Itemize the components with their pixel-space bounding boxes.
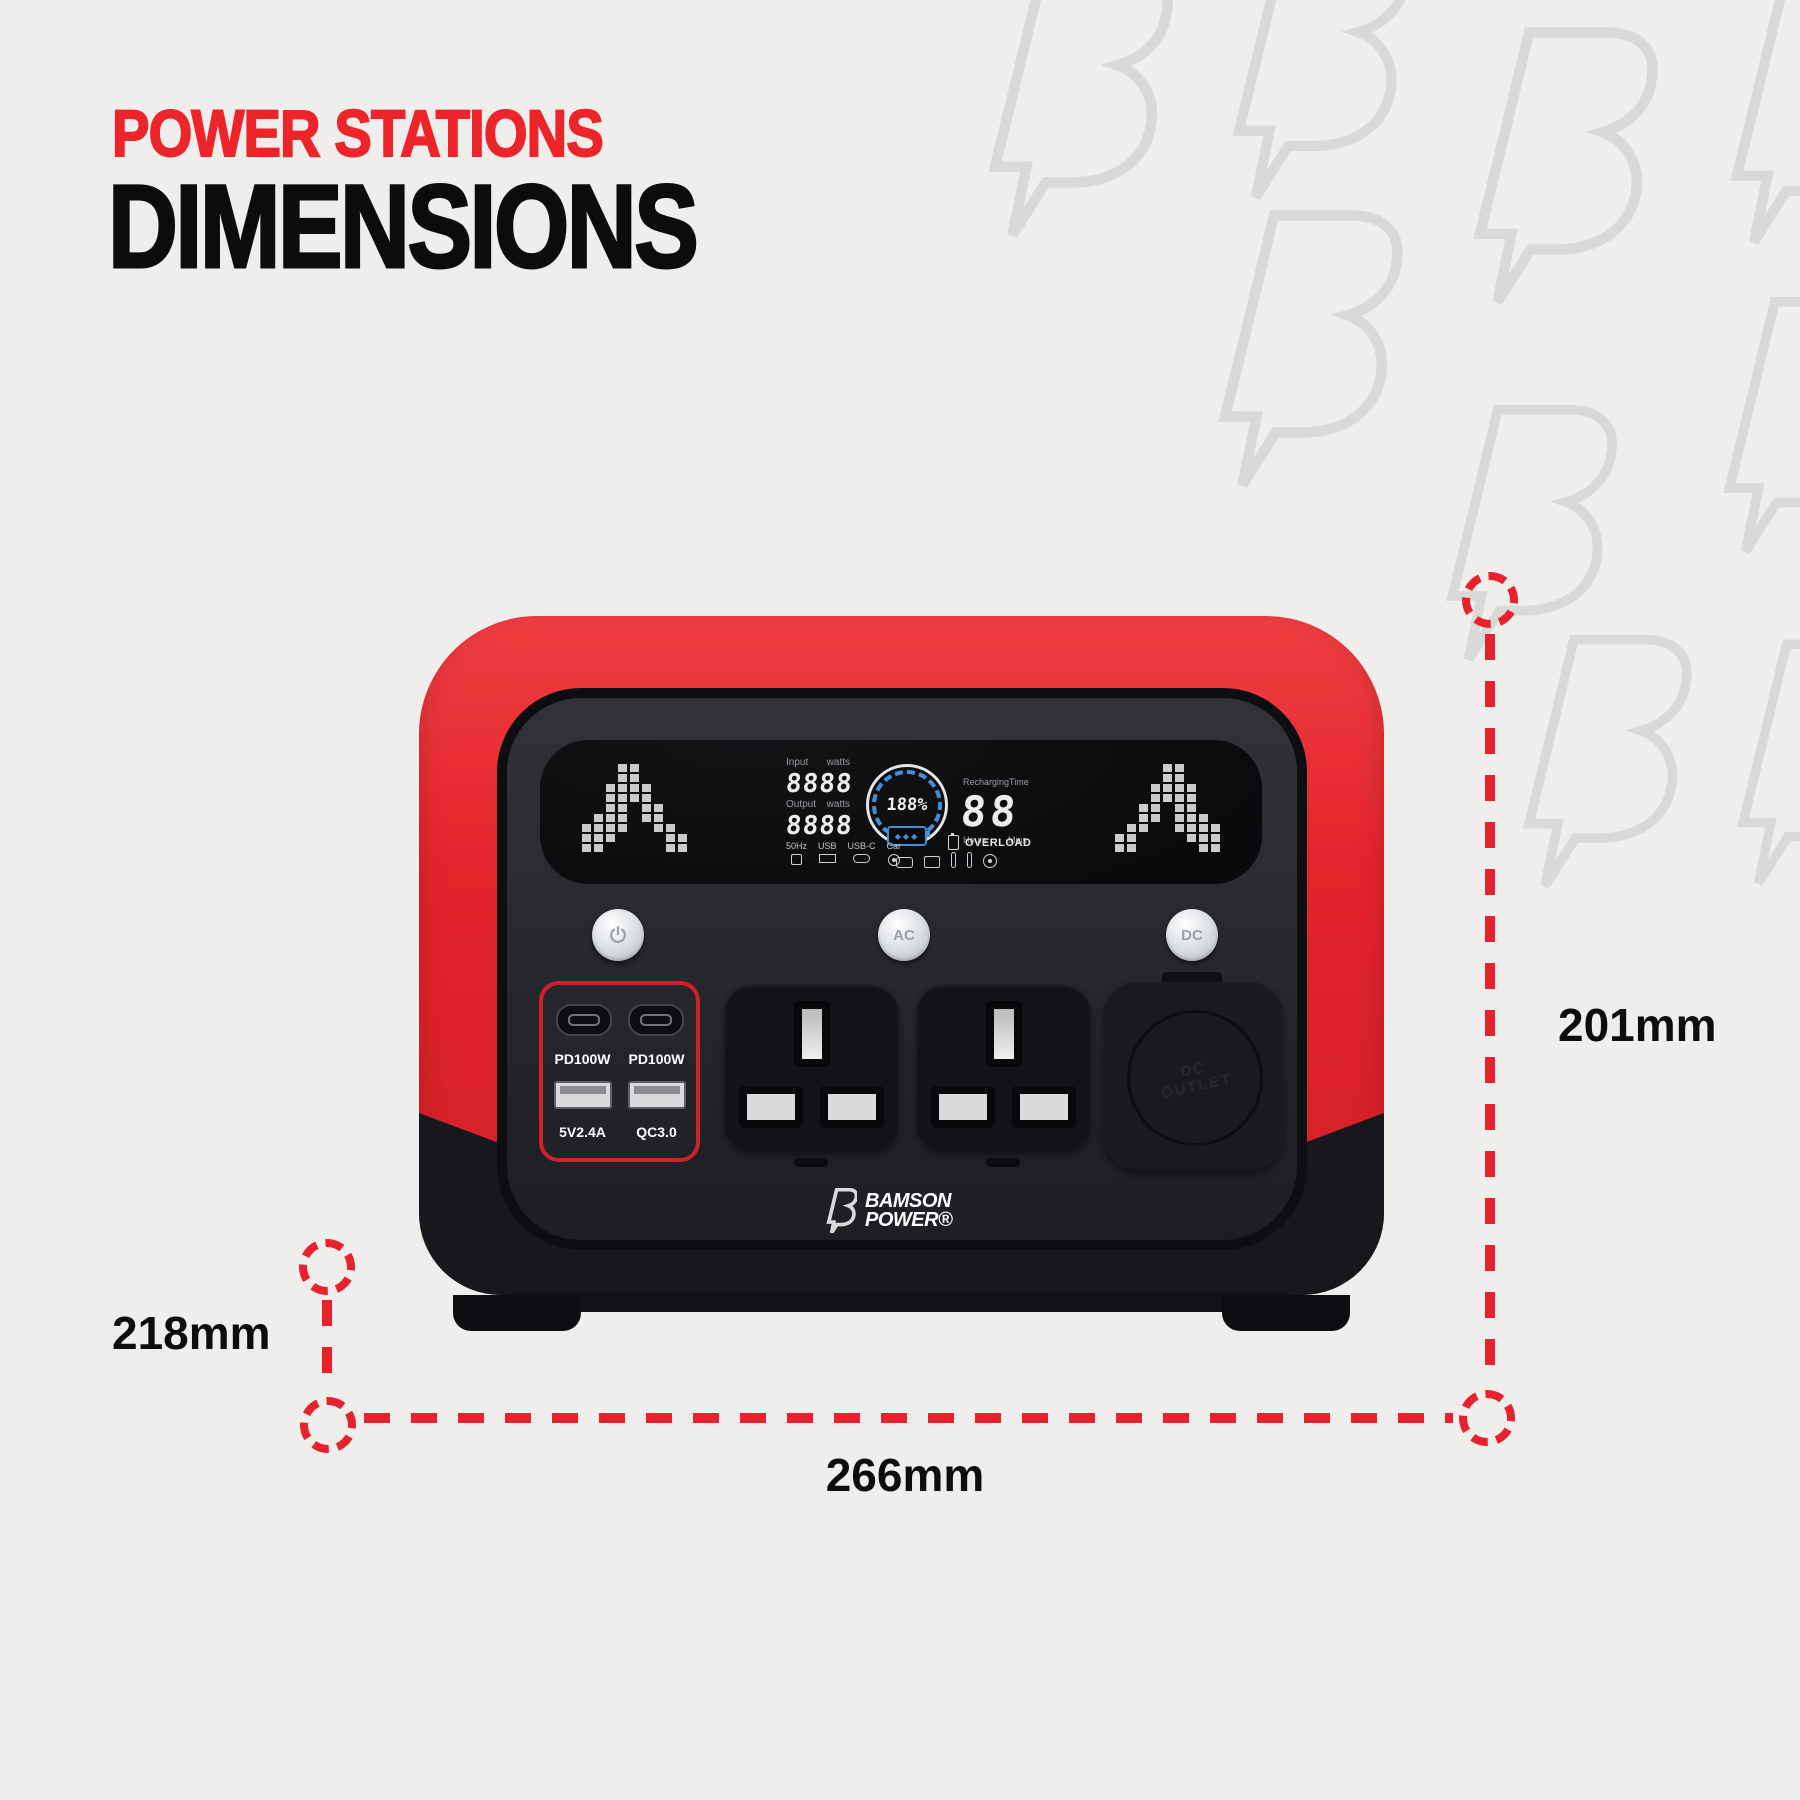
power-icon: [610, 926, 626, 944]
usb-c-port-2: [627, 1004, 684, 1037]
output-unit-label: watts: [826, 799, 850, 810]
dim-line-height: [1485, 634, 1495, 1386]
socket-fixing-slot: [986, 1158, 1020, 1167]
earth-pin-slot: [985, 1001, 1022, 1067]
dim-line-width: [364, 1413, 1453, 1423]
dim-line-depth: [322, 1300, 332, 1392]
car-socket-icon: [887, 854, 900, 866]
usb-a-port-2-label: QC3.0: [636, 1123, 677, 1140]
socket-fixing-slot: [794, 1158, 828, 1167]
input-value: 8888: [784, 769, 854, 799]
usb-a-port-1-label: 5V2.4A: [559, 1123, 606, 1140]
device-foot-left: [453, 1295, 581, 1331]
input-unit-label: watts: [826, 757, 850, 768]
output-watts-readout: Output watts 8888: [784, 799, 854, 842]
ac-button: AC: [878, 909, 930, 961]
usb-c-icon: [853, 854, 871, 863]
device-base: [514, 1292, 1289, 1312]
status-icon-row: [896, 852, 997, 868]
dim-corner-bottom-left: [300, 1397, 356, 1453]
depth-dimension-label: 218mm: [112, 1307, 271, 1359]
brand-name: BAMSON POWER®: [865, 1190, 953, 1231]
device-foot-right: [1222, 1295, 1350, 1331]
ac-outlet-2: [917, 985, 1090, 1150]
charging-battery-icon: ◆◆◆: [887, 826, 930, 846]
dim-endpoint-top-right: [1462, 572, 1518, 628]
temp-high-icon: [967, 852, 972, 868]
poster-title: DIMENSIONS: [107, 161, 700, 293]
time-value: 88: [958, 787, 1022, 836]
usb-a-port-1: [553, 1081, 612, 1110]
power-button: [592, 909, 644, 961]
hours-label: Hours: [963, 835, 988, 845]
recharging-label: Recharging: [963, 777, 1010, 787]
dim-corner-bottom-right: [1459, 1390, 1515, 1446]
input-label: Input: [786, 757, 809, 768]
source-indicator-row: 50Hz USB USB-C Car: [786, 842, 901, 866]
earth-pin-slot: [793, 1001, 830, 1067]
recharging-time-readout: Recharging Time 88 Hours Mins: [959, 777, 1029, 845]
power-station: Input watts 8888 Output watts 8888 188%: [419, 616, 1384, 1333]
b-lightning-bolt-icon: [826, 1188, 857, 1233]
time-label: Time: [1009, 777, 1029, 787]
dim-endpoint-depth-top: [299, 1239, 355, 1295]
input-watts-readout: Input watts 8888: [784, 757, 854, 800]
height-dimension-label: 201mm: [1558, 999, 1717, 1051]
poster-eyebrow: POWER STATIONS: [111, 96, 604, 170]
fan-icon: [983, 854, 997, 868]
usb-section: PD100W PD100W 5V2.4A QC3.0: [539, 981, 700, 1162]
battery-gauge: 188% ◆◆◆: [866, 764, 948, 846]
usbc-indicator: USB-C: [848, 842, 876, 866]
usb-a-port-2: [627, 1081, 686, 1110]
live-pin-slot: [739, 1086, 803, 1128]
lcd-display: Input watts 8888 Output watts 8888 188%: [540, 740, 1262, 884]
eq-bars-left: [582, 764, 687, 852]
live-pin-slot: [931, 1086, 995, 1128]
output-label: Output: [786, 799, 817, 810]
overload-indicator: OVERLOAD: [948, 833, 1032, 850]
usb-indicator: USB: [818, 842, 837, 866]
outlet-grid-icon: [924, 856, 940, 868]
usb-c-port-1-label: PD100W: [554, 1050, 611, 1067]
eq-bars-right: [1115, 764, 1220, 852]
freq-icon: [791, 854, 802, 865]
dc-button: DC: [1166, 909, 1218, 961]
device-body: Input watts 8888 Output watts 8888 188%: [419, 616, 1384, 1295]
width-dimension-label: 266mm: [825, 1449, 985, 1501]
freq-indicator: 50Hz: [786, 842, 807, 866]
dc-outlet-cover: DC OUTLET: [1103, 982, 1283, 1170]
neutral-pin-slot: [820, 1086, 884, 1128]
temp-low-icon: [951, 852, 956, 868]
overload-label: OVERLOAD: [965, 836, 1032, 849]
battery-icon: [948, 833, 959, 850]
usb-a-icon: [818, 854, 836, 863]
brand-logo: BAMSON POWER®: [823, 1188, 953, 1233]
usb-c-port-2-label: PD100W: [628, 1050, 685, 1067]
mins-label: Mins: [1007, 835, 1027, 845]
ac-outlet-1: [725, 985, 898, 1150]
car-indicator: Car: [887, 842, 901, 866]
neutral-pin-slot: [1012, 1086, 1076, 1128]
usb-c-port-1: [555, 1004, 612, 1037]
dc-outlet-circle: DC OUTLET: [1114, 997, 1276, 1159]
output-value: 8888: [784, 811, 854, 841]
plug-icon: [896, 857, 913, 868]
